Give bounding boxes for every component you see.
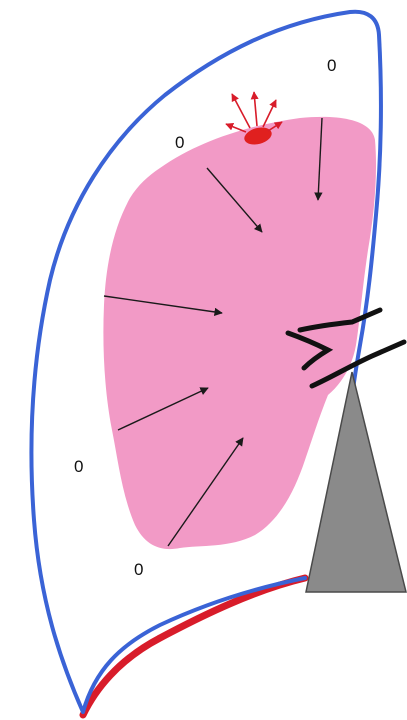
zero-label-top-left: 0 [175,133,184,152]
zero-label-mid-left: 0 [74,457,83,476]
zero-label-bottom: 0 [134,560,143,579]
diaphragm-red-line [83,578,305,715]
zero-label-top-right: 0 [327,56,336,75]
